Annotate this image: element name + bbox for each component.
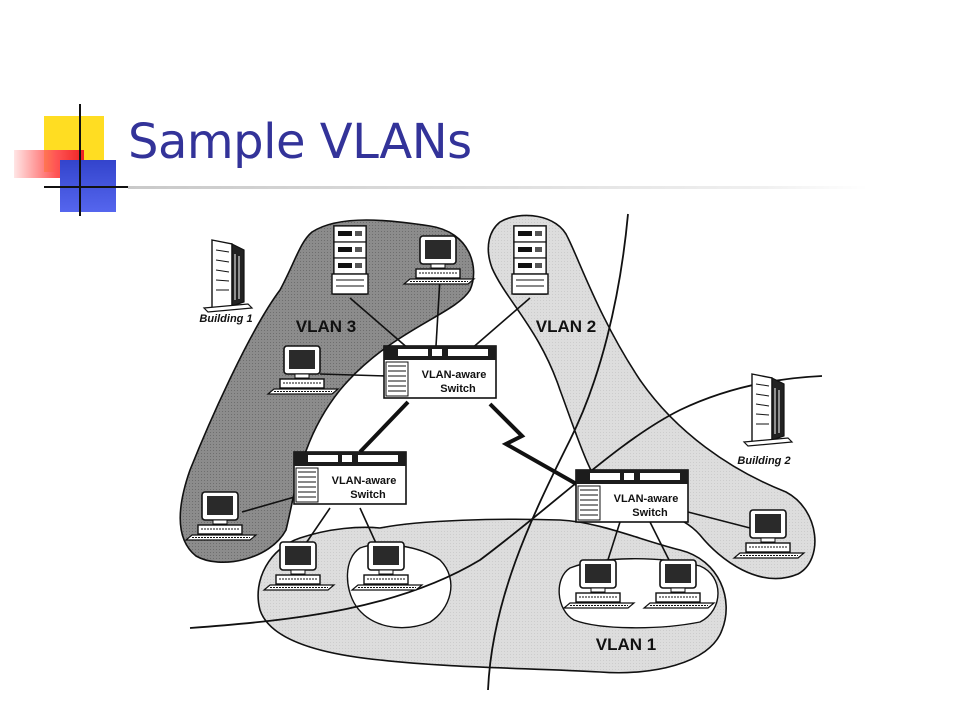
switch-label-line1: VLAN-aware — [332, 475, 397, 487]
switch-label-line1: VLAN-aware — [422, 369, 487, 381]
vlan1-label: VLAN 1 — [596, 635, 656, 654]
building-1-label: Building 1 — [199, 313, 252, 325]
building-boundary-2 — [189, 375, 823, 629]
vlan2-label: VLAN 2 — [536, 317, 596, 336]
vlan-switch-right: VLAN-aware Switch — [575, 469, 689, 523]
slide-title: Sample VLANs — [128, 114, 472, 170]
vlan2-region — [487, 214, 816, 580]
switch-label-line2: Switch — [350, 489, 386, 501]
building-boundary-1 — [487, 213, 629, 691]
switch-label-line1: VLAN-aware — [614, 493, 679, 505]
vlan3-label: VLAN 3 — [296, 317, 356, 336]
trunk-link-1 — [358, 400, 410, 454]
server-icon — [331, 225, 369, 295]
switch-label-line2: Switch — [440, 383, 476, 395]
vlan-switch-top: VLAN-aware Switch — [383, 345, 497, 399]
vlan-switch-left: VLAN-aware Switch — [293, 451, 407, 505]
server-icon — [511, 225, 549, 295]
switch-label-line2: Switch — [632, 507, 668, 519]
title-accent-vertical-line — [79, 104, 81, 216]
title-accent-horizontal-line — [44, 186, 136, 188]
title-underline — [128, 186, 868, 189]
vlan-diagram: VLAN-aware Switch VLAN-aware Switch VLAN… — [160, 200, 824, 692]
network-links — [241, 277, 751, 567]
trunk-link-2 — [488, 402, 581, 488]
building-2-label: Building 2 — [737, 455, 790, 467]
